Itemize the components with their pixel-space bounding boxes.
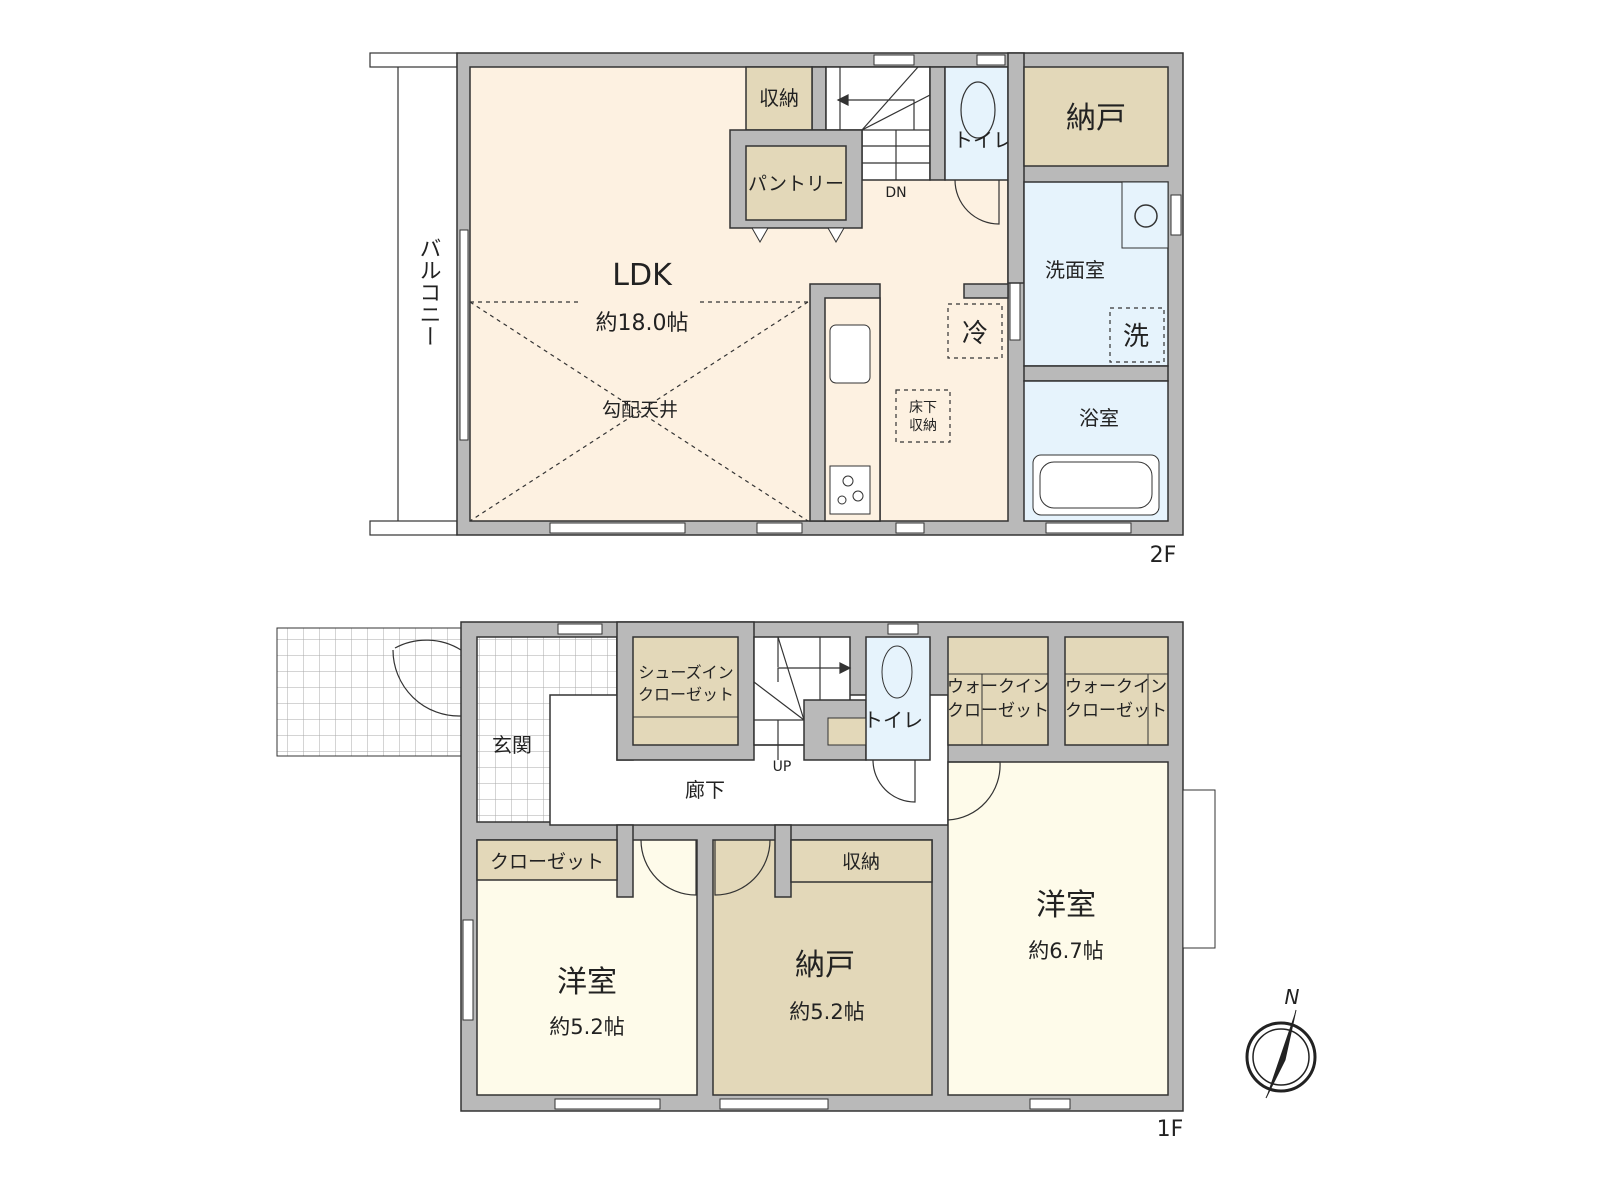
kitchen-sink-icon <box>829 324 871 384</box>
floor-2: バルコニー DN 収納 パント <box>369 52 1184 568</box>
north-arrow-icon <box>1266 1010 1296 1098</box>
shoe-closet-label-2: クローゼット <box>638 685 734 704</box>
sink-icon <box>1134 204 1158 228</box>
floor-label-1f: 1F <box>1157 1117 1184 1142</box>
closet-label: クローゼット <box>490 851 604 873</box>
bathroom-label: 浴室 <box>1079 406 1119 430</box>
washroom-label: 洗面室 <box>1045 258 1105 282</box>
pantry-label: パントリー <box>748 173 844 195</box>
toilet-label: トイレ <box>863 708 923 732</box>
bedroom-left-size: 約5.2帖 <box>549 1015 624 1039</box>
floor-label-2f: 2F <box>1150 543 1177 568</box>
ldk-label: LDK <box>612 258 673 293</box>
pantry <box>745 145 847 221</box>
toilet-1f <box>865 636 931 761</box>
closet-room-2f <box>1023 66 1169 167</box>
shoe-closet <box>632 636 739 746</box>
bedroom-right-size: 約6.7帖 <box>1028 939 1103 963</box>
fridge-label: 冷 <box>962 319 988 349</box>
storage-label: 収納 <box>842 851 880 873</box>
closet-1f <box>476 839 618 881</box>
entrance-label: 玄関 <box>492 733 532 757</box>
hallway-label: 廊下 <box>685 778 725 802</box>
porch <box>276 627 462 757</box>
stove-icon <box>829 465 871 515</box>
wic1-label-2: クローゼット <box>947 701 1049 721</box>
bathtub-icon <box>1032 454 1160 516</box>
underfloor-label-2: 収納 <box>909 418 937 434</box>
bedroom-right-door[interactable] <box>947 761 1001 821</box>
toilet-icon <box>881 645 913 699</box>
stairs-down-label: DN <box>885 185 906 201</box>
balcony: バルコニー <box>369 52 458 536</box>
stairs-up-label: UP <box>773 759 792 775</box>
walk-in-closet-1 <box>947 636 1049 746</box>
wic1-label-1: ウォークイン <box>947 677 1049 697</box>
bedroom-right <box>947 761 1169 1096</box>
balcony-label: バルコニー <box>416 237 441 347</box>
front-door[interactable] <box>392 649 462 717</box>
bedroom-right-label: 洋室 <box>1036 888 1096 923</box>
wic2-label-1: ウォークイン <box>1065 677 1167 697</box>
north-label: N <box>1285 985 1300 1009</box>
toilet-2f <box>944 66 1009 181</box>
underfloor-label-1: 床下 <box>909 400 937 416</box>
wic2-label-2: クローゼット <box>1065 701 1167 721</box>
bedroom-left-door[interactable] <box>640 839 697 896</box>
toilet-label: トイレ <box>953 128 1013 152</box>
washer-label: 洗 <box>1123 322 1149 352</box>
toilet-icon <box>960 81 996 139</box>
toilet-door[interactable] <box>954 179 1000 225</box>
toilet-door[interactable] <box>872 759 916 803</box>
shoe-closet-label-1: シューズイン <box>638 663 733 682</box>
compass: N <box>1245 985 1317 1099</box>
storage-1f <box>790 839 933 883</box>
floor-1: 玄関 廊下 シューズイン クローゼット UP トイレ ウォークイン クローゼット… <box>276 621 1216 1142</box>
closet-room-label: 納戸 <box>1066 101 1126 136</box>
walk-in-closet-2 <box>1064 636 1169 746</box>
sloped-ceiling-label: 勾配天井 <box>602 399 678 421</box>
bedroom-left-label: 洋室 <box>557 965 617 1000</box>
closet-room-size: 約5.2帖 <box>789 1000 864 1024</box>
ldk-size: 約18.0帖 <box>596 311 689 336</box>
closet-room-door[interactable] <box>714 839 771 896</box>
closet-room-label: 納戸 <box>795 948 855 983</box>
bay-window <box>1182 789 1216 949</box>
storage-label: 収納 <box>759 86 799 110</box>
